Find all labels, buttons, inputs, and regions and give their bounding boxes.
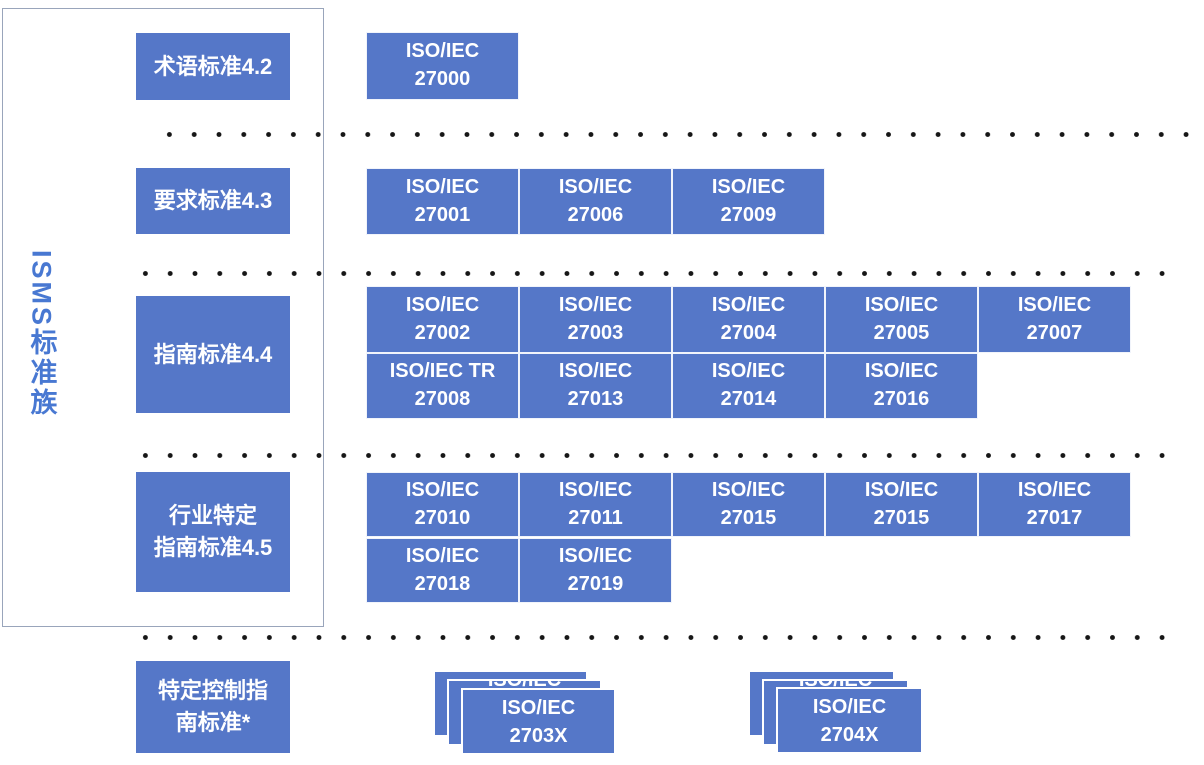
standard-box: ISO/IEC 27015 <box>672 472 825 537</box>
family-vertical-label: ISMS标准族 <box>26 250 57 419</box>
section-label-requirements: 要求标准4.3 <box>136 168 290 234</box>
section-label-guidelines: 指南标准4.4 <box>136 296 290 413</box>
standard-box: ISO/IEC TR 27008 <box>366 353 519 419</box>
standard-box: ISO/IEC 27006 <box>519 168 672 235</box>
standard-box: ISO/IEC 27007 <box>978 286 1131 353</box>
dotted-separator <box>133 452 1173 459</box>
standard-box: ISO/IEC 27001 <box>366 168 519 235</box>
stack-card-front: ISO/IEC 2703X <box>461 688 616 755</box>
standard-box: ISO/IEC 27013 <box>519 353 672 419</box>
standard-box: ISO/IEC 27002 <box>366 286 519 353</box>
standard-box: ISO/IEC 27016 <box>825 353 978 419</box>
standard-box: ISO/IEC 27019 <box>519 538 672 603</box>
standard-box: ISO/IEC 27010 <box>366 472 519 537</box>
standard-box: ISO/IEC 27005 <box>825 286 978 353</box>
standard-box: ISO/IEC 27015 <box>825 472 978 537</box>
standard-box: ISO/IEC 27000 <box>366 32 519 100</box>
standard-box: ISO/IEC 27017 <box>978 472 1131 537</box>
section-label-sector-specific: 行业特定 指南标准4.5 <box>136 472 290 592</box>
section-label-control-specific: 特定控制指 南标准* <box>136 661 290 753</box>
dotted-separator <box>157 131 1197 138</box>
standard-box: ISO/IEC 27018 <box>366 538 519 603</box>
standard-box: ISO/IEC 27011 <box>519 472 672 537</box>
standard-box: ISO/IEC 27003 <box>519 286 672 353</box>
section-label-terminology: 术语标准4.2 <box>136 33 290 100</box>
dotted-separator <box>133 634 1173 641</box>
family-group-outline <box>2 8 324 627</box>
standard-box: ISO/IEC 27004 <box>672 286 825 353</box>
standard-box: ISO/IEC 27014 <box>672 353 825 419</box>
standard-box: ISO/IEC 27009 <box>672 168 825 235</box>
stack-card-front: ISO/IEC 2704X <box>776 687 923 754</box>
dotted-separator <box>133 270 1173 277</box>
